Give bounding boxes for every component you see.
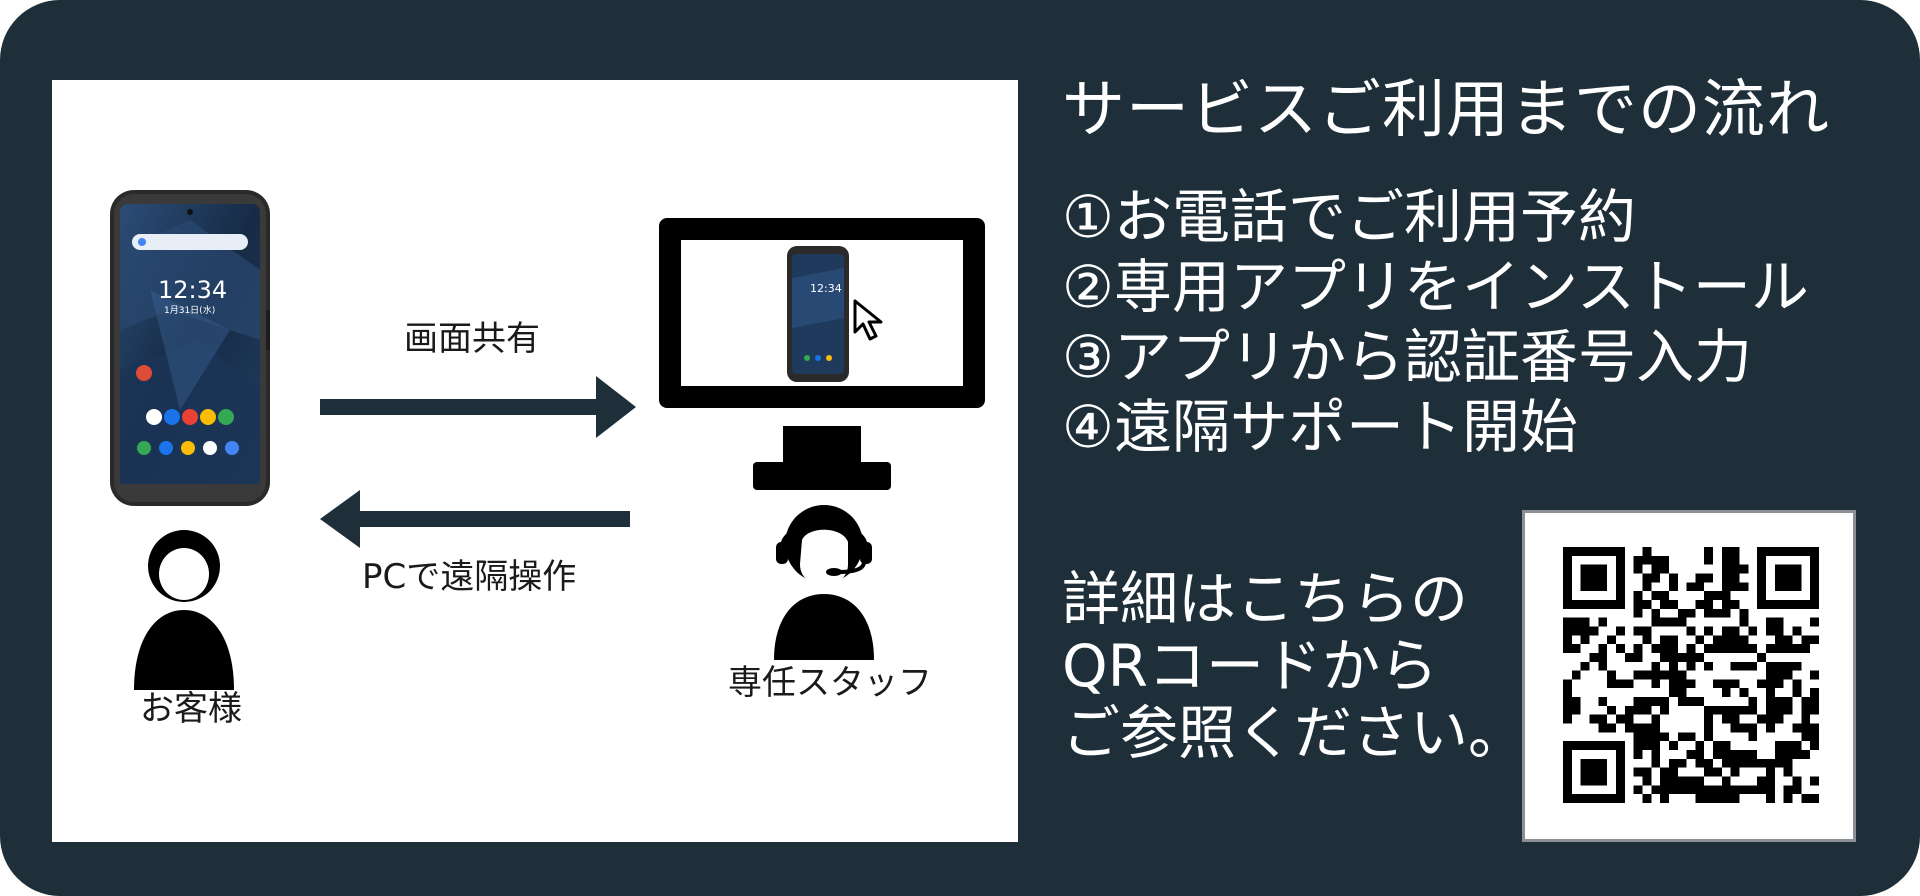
smartphone-icon [110, 190, 270, 506]
qr-code-frame[interactable] [1522, 510, 1856, 842]
step-2: ②専用アプリをインストール [1062, 253, 1809, 321]
qr-note-line-1: 詳細はこちらの [1062, 565, 1469, 633]
remote-control-arrow [320, 490, 630, 548]
diagram-panel: 12:34 1月31日(水) お客様 画面共有 PCで遠隔操作 [52, 80, 1018, 842]
share-label: 画面共有 [404, 319, 540, 359]
customer-label: お客様 [140, 689, 242, 729]
phone-date: 1月31日(水) [164, 306, 216, 316]
cursor-icon [853, 299, 883, 341]
qr-note-line-2: QRコードから [1062, 632, 1438, 700]
staff-headset-icon [774, 505, 874, 660]
flow-heading: サービスご利用までの流れ [1062, 73, 1830, 146]
staff-label: 専任スタッフ [728, 663, 932, 703]
step-1: ①お電話でご利用予約 [1062, 183, 1636, 251]
step-4: ④遠隔サポート開始 [1062, 393, 1578, 461]
phone-clock: 12:34 [158, 276, 228, 304]
screen-share-arrow [320, 376, 636, 438]
steps-list: ①お電話でご利用予約 ②専用アプリをインストール ③アプリから認証番号入力 ④遠… [1062, 182, 1809, 462]
qr-note: 詳細はこちらの QRコードから ご参照ください。 [1062, 566, 1526, 767]
mini-phone-clock: 12:34 [810, 282, 842, 295]
customer-icon [134, 530, 234, 690]
step-3: ③アプリから認証番号入力 [1062, 323, 1752, 391]
qr-code-icon[interactable] [1563, 547, 1819, 803]
qr-note-line-3: ご参照ください。 [1062, 699, 1527, 767]
monitor-icon [659, 218, 985, 490]
remote-control-label: PCで遠隔操作 [362, 557, 577, 597]
